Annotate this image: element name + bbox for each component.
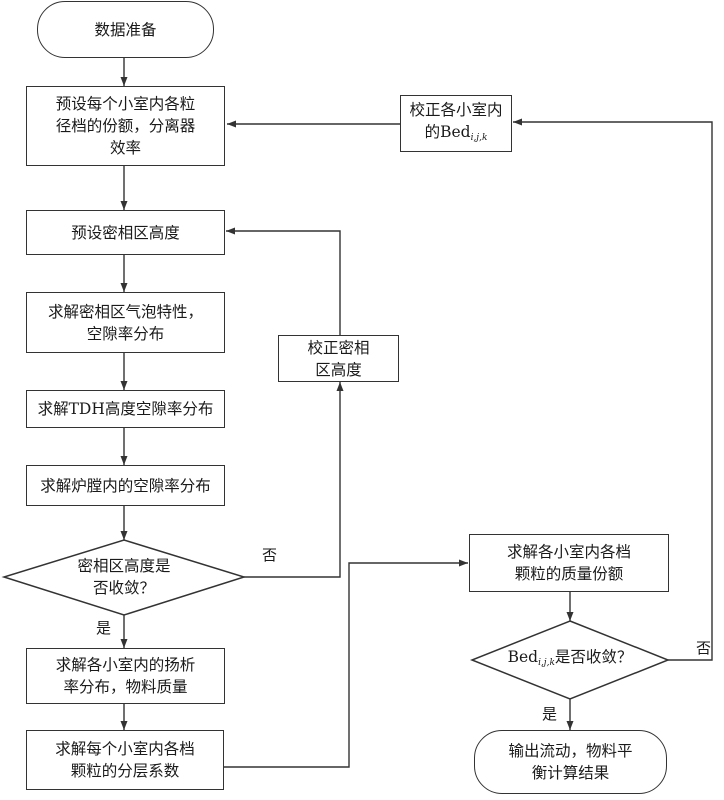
end-terminal: 输出流动，物料平 衡计算结果	[474, 730, 667, 794]
solve-dense-line-2: 空隙率分布	[86, 324, 165, 343]
solve-furnace-label: 求解炉膛内的空隙率分布	[40, 476, 211, 495]
solve-furnace-box: 求解炉膛内的空隙率分布	[26, 465, 225, 506]
decision-bed-text: Bedi,j,k是否收敛？	[507, 648, 633, 668]
arrow-stratification-to-mass-fraction	[224, 559, 468, 768]
start-terminal: 数据准备	[37, 1, 214, 58]
decision-height-yes-label: 是	[96, 619, 112, 637]
solve-dense-box: 求解密相区气泡特性， 空隙率分布	[26, 292, 225, 353]
solve-stratification-line-1: 求解每个小室内各档	[55, 740, 195, 758]
solve-dense-line-1: 求解密相区气泡特性，	[47, 302, 203, 321]
decision-bed-shape	[469, 620, 671, 700]
decision-height: 密相区高度是 否收敛？	[44, 552, 204, 602]
solve-tdh-label: 求解TDH高度空隙率分布	[37, 400, 214, 418]
correct-bed-line-1: 校正各小室内	[409, 100, 503, 119]
correct-bed-line-2: 的Bedi,j,k	[424, 122, 488, 143]
solve-mass-fraction-line-1: 求解各小室内各档	[506, 543, 631, 561]
correct-height-line-2: 区高度	[315, 360, 362, 379]
arrow-correct-height-to-preset-height	[226, 227, 341, 335]
start-label: 数据准备	[94, 20, 157, 39]
preset-height-label: 预设密相区高度	[71, 223, 180, 242]
decision-height-line-1: 密相区高度是	[77, 557, 171, 575]
solve-elutriation-line-1: 求解各小室内的扬析	[55, 656, 196, 674]
solve-elutriation-box: 求解各小室内的扬析 率分布，物料质量	[26, 648, 225, 704]
decision-bed-no-label: 否	[696, 639, 712, 657]
decision-bed-yes-label: 是	[542, 705, 558, 723]
correct-height-box: 校正密相 区高度	[278, 335, 399, 382]
solve-tdh-box: 求解TDH高度空隙率分布	[26, 390, 225, 428]
correct-bed-box: 校正各小室内 的Bedi,j,k	[400, 95, 512, 152]
preset-fraction-box: 预设每个小室内各粒 径档的份额，分离器 效率	[26, 86, 225, 166]
end-line-1: 输出流动，物料平	[508, 742, 633, 760]
solve-elutriation-line-2: 率分布，物料质量	[63, 678, 188, 696]
decision-height-line-2: 否收敛？	[92, 579, 155, 597]
solve-mass-fraction-line-2: 颗粒的质量份额	[514, 565, 624, 583]
solve-stratification-box: 求解每个小室内各档 颗粒的分层系数	[26, 730, 224, 790]
decision-bed: Bedi,j,k是否收敛？	[490, 648, 650, 672]
decision-height-no-label: 否	[262, 546, 278, 564]
preset-fraction-line-2: 径档的份额，分离器	[55, 117, 196, 135]
decision-height-shape	[1, 539, 247, 616]
preset-height-box: 预设密相区高度	[26, 210, 225, 255]
solve-mass-fraction-box: 求解各小室内各档 颗粒的质量份额	[469, 534, 669, 592]
preset-fraction-line-3: 效率	[109, 139, 141, 157]
solve-stratification-line-2: 颗粒的分层系数	[70, 762, 180, 780]
arrow-decision-bed-no-to-correct-bed	[513, 118, 713, 661]
preset-fraction-line-1: 预设每个小室内各粒	[55, 95, 196, 113]
end-line-2: 衡计算结果	[531, 764, 610, 782]
correct-height-line-1: 校正密相	[307, 338, 370, 357]
arrow-decision-no-to-correct-height	[244, 382, 344, 578]
